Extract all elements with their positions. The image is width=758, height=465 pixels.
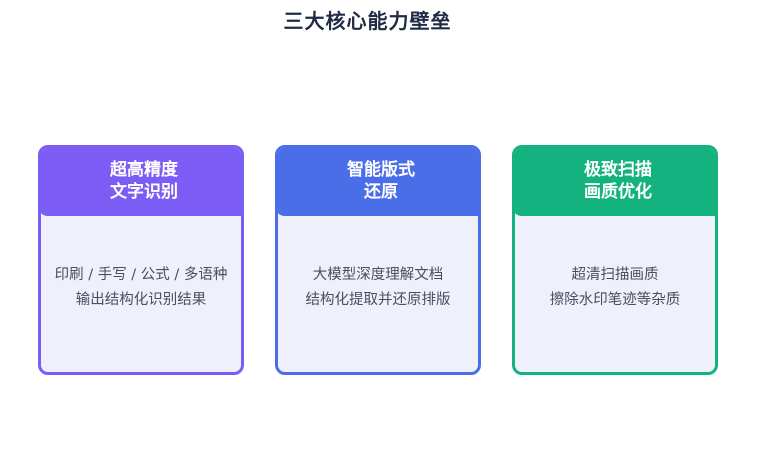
card-ocr-description: 印刷 / 手写 / 公式 / 多语种 输出结构化识别结果: [41, 263, 241, 313]
card-layout-description: 大模型深度理解文档 结构化提取并还原排版: [278, 263, 478, 313]
card-layout-header: 智能版式 还原: [278, 148, 478, 216]
card-scan: 极致扫描 画质优化 超清扫描画质 擦除水印笔迹等杂质: [512, 145, 718, 375]
card-scan-header: 极致扫描 画质优化: [515, 148, 715, 216]
card-scan-desc-line2: 擦除水印笔迹等杂质: [549, 292, 681, 308]
card-ocr-heading-line1: 超高精度: [110, 159, 178, 180]
card-ocr-desc-line2: 输出结构化识别结果: [75, 292, 207, 308]
page-title: 三大核心能力壁垒: [283, 9, 452, 33]
card-layout-heading-line1: 智能版式: [347, 159, 415, 180]
card-ocr-heading-line2: 文字识别: [110, 181, 178, 202]
card-scan-description: 超清扫描画质 擦除水印笔迹等杂质: [515, 263, 715, 313]
card-scan-desc-line1: 超清扫描画质: [571, 267, 659, 283]
card-layout-desc-line1: 大模型深度理解文档: [312, 267, 444, 283]
card-ocr-desc-line1: 印刷 / 手写 / 公式 / 多语种: [54, 267, 228, 283]
card-ocr: 超高精度 文字识别 印刷 / 手写 / 公式 / 多语种 输出结构化识别结果: [38, 145, 244, 375]
card-layout: 智能版式 还原 大模型深度理解文档 结构化提取并还原排版: [275, 145, 481, 375]
card-scan-heading-line1: 极致扫描: [584, 159, 652, 180]
card-scan-heading-line2: 画质优化: [584, 181, 652, 202]
card-ocr-header: 超高精度 文字识别: [41, 148, 241, 216]
card-layout-desc-line2: 结构化提取并还原排版: [305, 292, 451, 308]
card-layout-heading-line2: 还原: [364, 181, 398, 202]
